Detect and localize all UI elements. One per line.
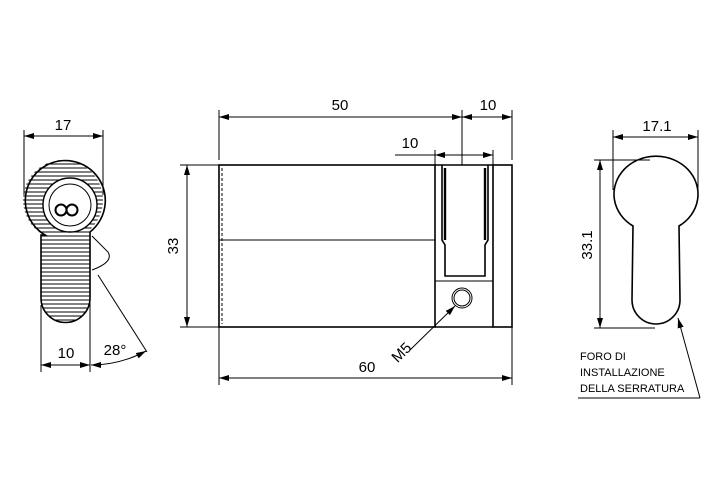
- cutout-outline: [613, 155, 699, 325]
- dim-lug-width: 10: [58, 345, 75, 362]
- pin-hole: [65, 203, 79, 217]
- dim-width: 17: [55, 117, 72, 134]
- dim-total-length: 60: [359, 359, 376, 376]
- dim-height: 33: [165, 238, 182, 255]
- front-end-view: 17 10 28°: [23, 117, 148, 372]
- note-line: DELLA SERRATURA: [580, 383, 685, 395]
- note-line: INSTALLAZIONE: [580, 367, 665, 379]
- dim-cutout-width: 17.1: [642, 118, 671, 135]
- dim-cam-angle: 28°: [104, 342, 127, 359]
- cutout-view: 17.1 33.1 FORO DI INSTALLAZIONE DELLA SE…: [578, 118, 701, 399]
- cam-slot: [441, 165, 489, 277]
- cam: [91, 235, 110, 271]
- dim-body-length: 50: [332, 97, 349, 114]
- cylinder-body: [218, 164, 436, 328]
- side-view: 50 10 10 33 60 M5: [165, 97, 513, 385]
- note-line: FORO DI: [580, 351, 626, 363]
- screw-label: M5: [388, 339, 415, 366]
- end-cap: [492, 164, 513, 328]
- plug-outline: [24, 159, 107, 324]
- screw-hole: [451, 287, 473, 309]
- pin-hole: [54, 203, 68, 217]
- dim-cam-section: 10: [480, 97, 497, 114]
- dim-cutout-height: 33.1: [579, 230, 596, 259]
- dim-slot-width: 10: [402, 135, 419, 152]
